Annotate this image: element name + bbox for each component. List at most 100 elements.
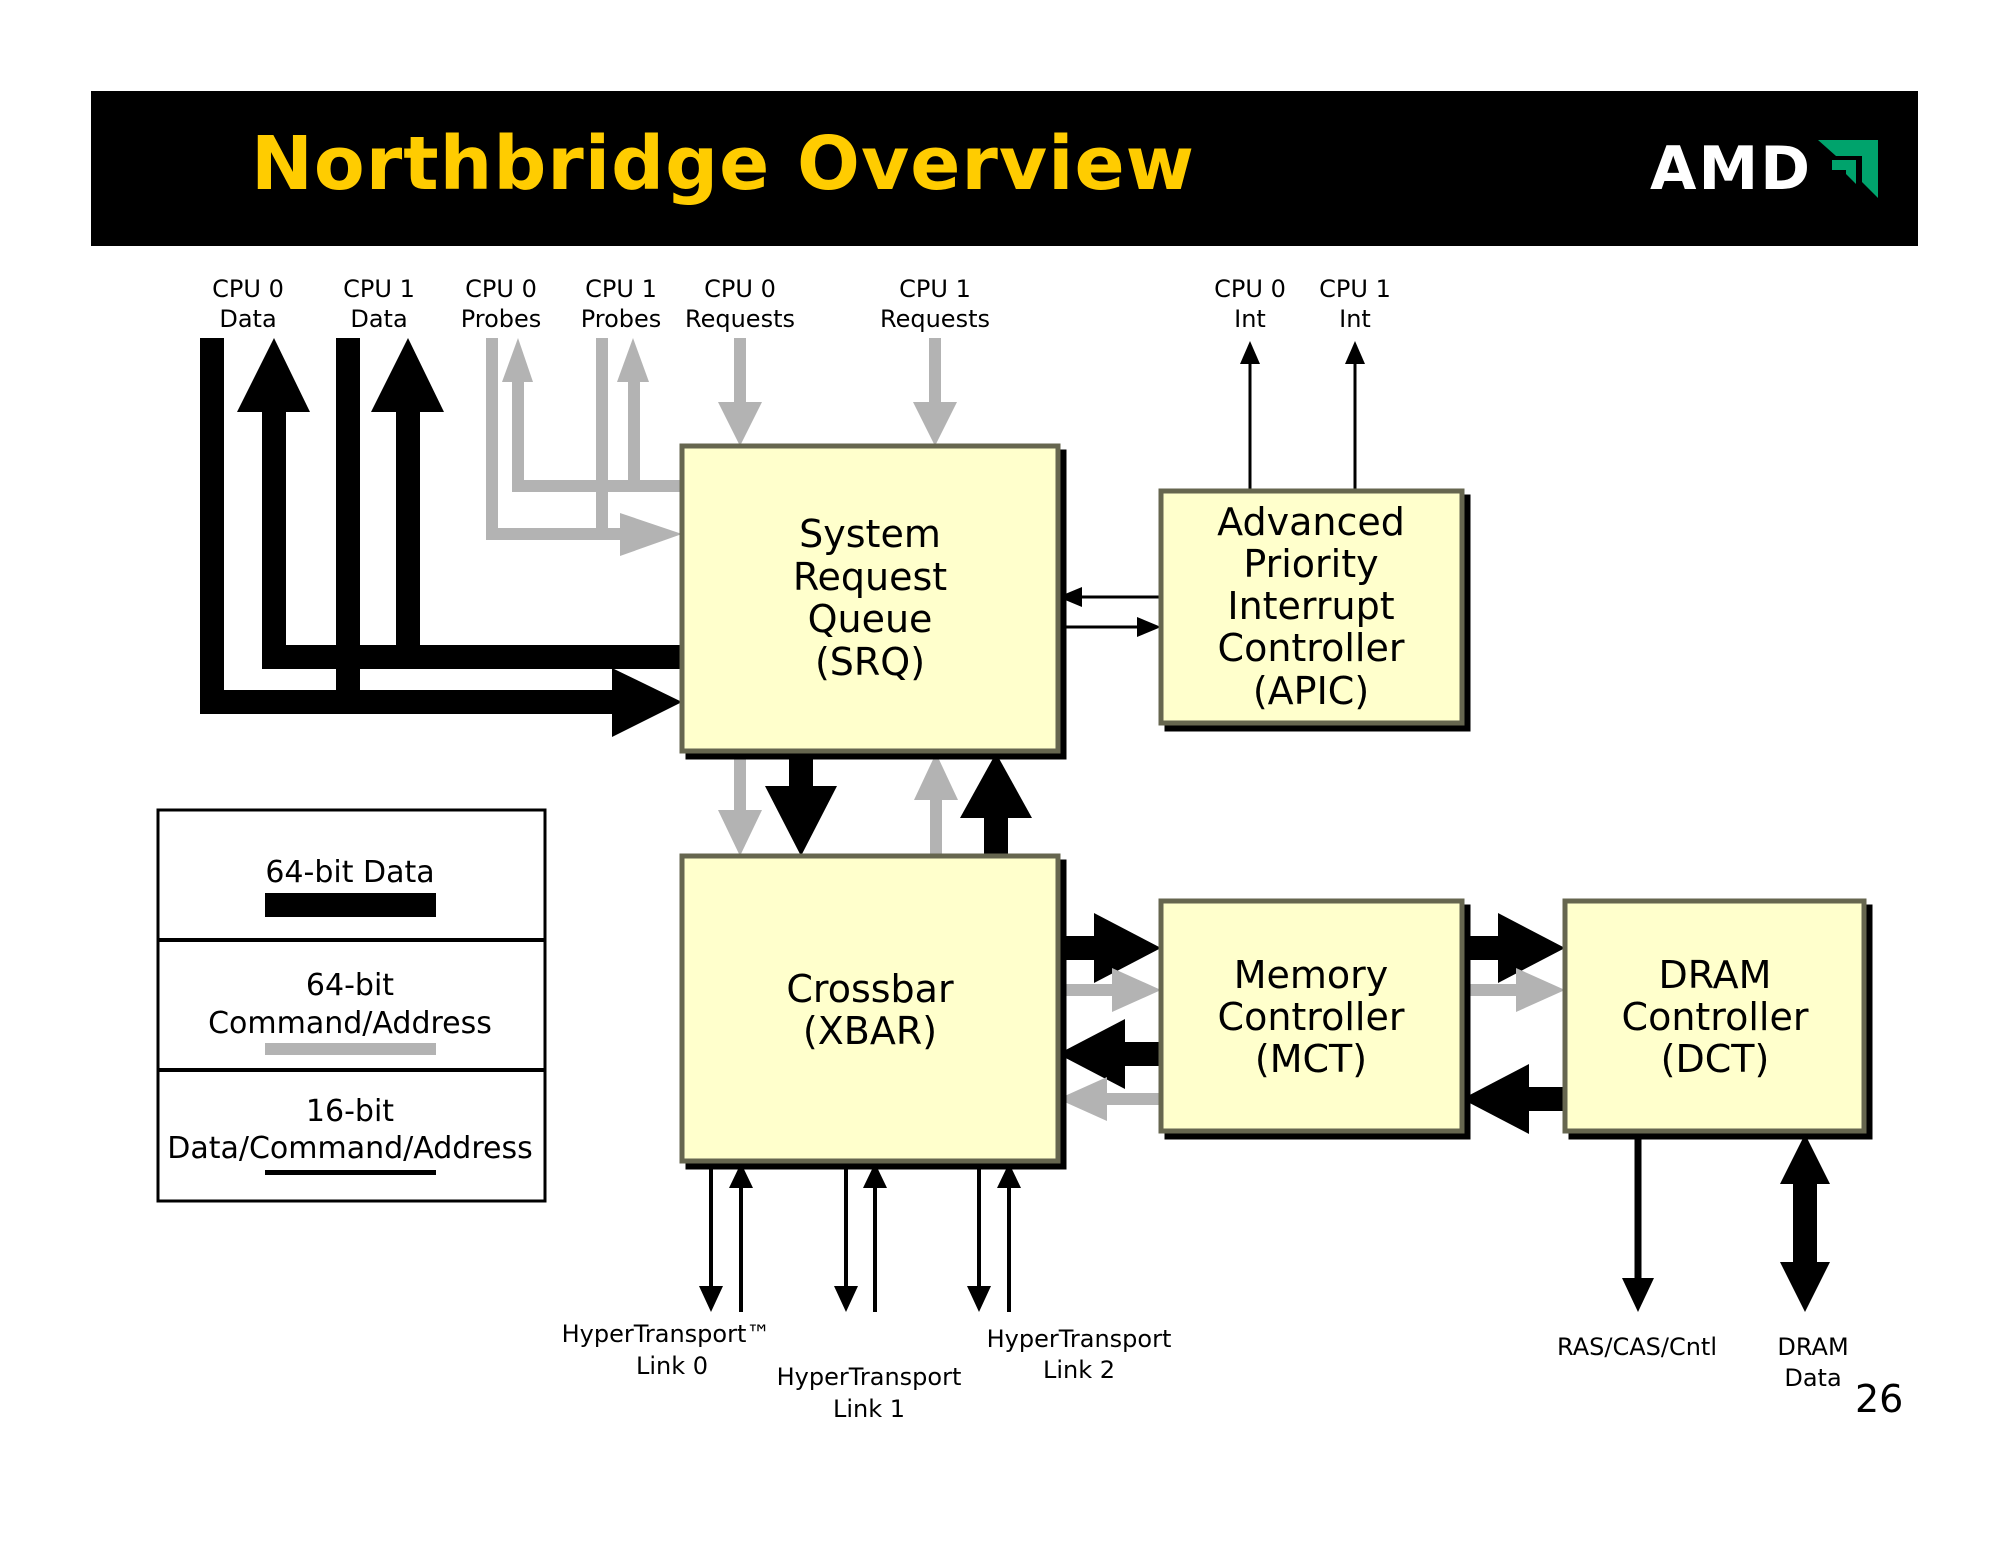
ht2-label-l2: Link 2 [1043, 1356, 1115, 1384]
probe-into-srq-arrow [620, 513, 682, 556]
cpu1-probe-up-arrow [617, 338, 649, 382]
xbar-mct-cmd-arrow [1112, 968, 1161, 1012]
interrupt-paths [1240, 341, 1365, 491]
label-cpu0-int-l1: CPU 0 [1214, 275, 1286, 303]
mct-dct-data-arrow [1498, 913, 1565, 983]
xbar-line-2: (XBAR) [803, 1009, 937, 1053]
cpu1-int-arrow [1345, 341, 1365, 364]
label-cpu0-probes-l1: CPU 0 [465, 275, 537, 303]
ht0-label-l2: Link 0 [636, 1352, 708, 1380]
apic-line-4: Controller [1218, 626, 1405, 670]
srq-line-4: (SRQ) [815, 640, 925, 684]
block-dct: DRAM Controller (DCT) [1562, 898, 1867, 1134]
srq-line-1: System [799, 512, 941, 556]
cpu0-data-horizontal-bar [200, 690, 620, 714]
mct-xbar-data-arrow [1058, 1019, 1125, 1089]
srq-data-return-horizontal-bar [262, 645, 682, 669]
ras-cas-arrow [1622, 1278, 1654, 1312]
label-cpu1-requests-l2: Requests [880, 305, 990, 333]
srq-box [679, 443, 1061, 754]
legend-item-3-line2: Data/Command/Address [167, 1131, 533, 1166]
page-number: 26 [1855, 1377, 1904, 1421]
label-cpu0-probes-l2: Probes [461, 305, 542, 333]
apic-line-5: (APIC) [1253, 669, 1369, 713]
dct-mct-data-bar [1525, 1087, 1565, 1111]
mct-dct-data-bar [1462, 936, 1502, 960]
dram-data-label-l1: DRAM [1777, 1333, 1848, 1361]
dct-box [1562, 898, 1867, 1134]
mct-line-2: Controller [1218, 995, 1405, 1039]
cpu0-int-arrow [1240, 341, 1260, 364]
dct-outputs [1622, 1131, 1830, 1312]
label-cpu1-data-l2: Data [350, 305, 407, 333]
apic-line-1: Advanced [1217, 500, 1405, 544]
dram-data-label-l2: Data [1784, 1364, 1841, 1392]
label-cpu1-probes-l2: Probes [581, 305, 662, 333]
ht2-in-arrow [997, 1163, 1021, 1188]
block-srq: System Request Queue (SRQ) [679, 443, 1061, 754]
cpu1-data-up-arrow [371, 338, 444, 412]
label-cpu1-data-l1: CPU 1 [343, 275, 415, 303]
request-paths [718, 338, 957, 446]
ht2-out-arrow [967, 1286, 991, 1312]
srq-xbar-data-down-bar [789, 751, 813, 791]
mct-xbar-data-bar [1121, 1042, 1161, 1066]
amd-logo-text: AMD [1650, 134, 1812, 204]
mct-xbar-cmd-bar [1103, 1093, 1161, 1105]
mct-xbar-cmd-arrow [1058, 1077, 1107, 1121]
ht1-label-l2: Link 1 [833, 1395, 905, 1423]
label-cpu1-int-l2: Int [1339, 305, 1371, 333]
xbar-mct-data-bar [1058, 936, 1098, 960]
mct-box [1158, 898, 1465, 1134]
xbar-mct-data-arrow [1094, 913, 1161, 983]
block-mct: Memory Controller (MCT) [1158, 898, 1465, 1134]
mct-line-1: Memory [1234, 953, 1389, 997]
block-xbar: Crossbar (XBAR) [679, 853, 1061, 1164]
xbar-box [679, 853, 1061, 1164]
cpu-data-into-srq-arrow [612, 668, 682, 737]
legend-swatch-16bit [265, 1170, 436, 1175]
cpu1-request-bar [929, 338, 941, 404]
cpu0-data-up-arrow [237, 338, 310, 412]
dram-data-up-arrow [1780, 1134, 1830, 1184]
legend-swatch-64bit-cmd [265, 1043, 436, 1055]
legend-box [156, 808, 547, 1203]
top-labels: CPU 0 Data CPU 1 Data CPU 0 Probes CPU 1… [212, 275, 1391, 333]
cpu0-request-arrow [718, 402, 762, 446]
apic-line-2: Priority [1243, 542, 1378, 586]
apic-line-3: Interrupt [1227, 584, 1394, 628]
cpu1-probe-return-bar [628, 380, 640, 492]
ht1-in-arrow [863, 1163, 887, 1188]
cpu0-probe-up-arrow [502, 338, 533, 382]
legend-item-2-line2: Command/Address [208, 1006, 492, 1041]
legend-item-2-line1: 64-bit [306, 968, 394, 1003]
xbar-line-1: Crossbar [786, 967, 954, 1011]
cpu1-data-return-bar [396, 410, 420, 655]
label-cpu0-int-l2: Int [1234, 305, 1266, 333]
legend-item-1-label: 64-bit Data [265, 855, 434, 890]
amd-arrow-icon [1818, 140, 1878, 198]
ht1-label-l1: HyperTransport [777, 1363, 962, 1391]
dct-line-3: (DCT) [1661, 1037, 1770, 1081]
cpu0-probe-out-bar [486, 338, 498, 540]
dct-line-2: Controller [1622, 995, 1809, 1039]
legend-item-3-line1: 16-bit [306, 1094, 394, 1129]
srq-line-2: Request [793, 555, 947, 599]
label-cpu0-requests-l2: Requests [685, 305, 795, 333]
label-cpu1-int-l1: CPU 1 [1319, 275, 1391, 303]
ht1-out-arrow [834, 1286, 858, 1312]
slide-title: Northbridge Overview [251, 121, 1196, 207]
xbar-srq-data-up-arrow [960, 753, 1032, 818]
ht0-in-arrow [729, 1163, 753, 1188]
mct-line-3: (MCT) [1255, 1037, 1367, 1081]
ht0-label-l1: HyperTransport™ [562, 1320, 771, 1348]
mct-dct-cmd-bar [1462, 984, 1520, 996]
mct-dct-cmd-arrow [1516, 968, 1565, 1012]
label-cpu1-requests-l1: CPU 1 [899, 275, 971, 303]
probe-paths [486, 338, 682, 556]
cpu0-data-return-bar [262, 410, 286, 669]
srq-xbar-paths [718, 751, 1032, 856]
srq-xbar-cmd-down-arrow [718, 810, 762, 856]
hypertransport-links [699, 1161, 1021, 1312]
dram-data-bar [1793, 1176, 1817, 1268]
